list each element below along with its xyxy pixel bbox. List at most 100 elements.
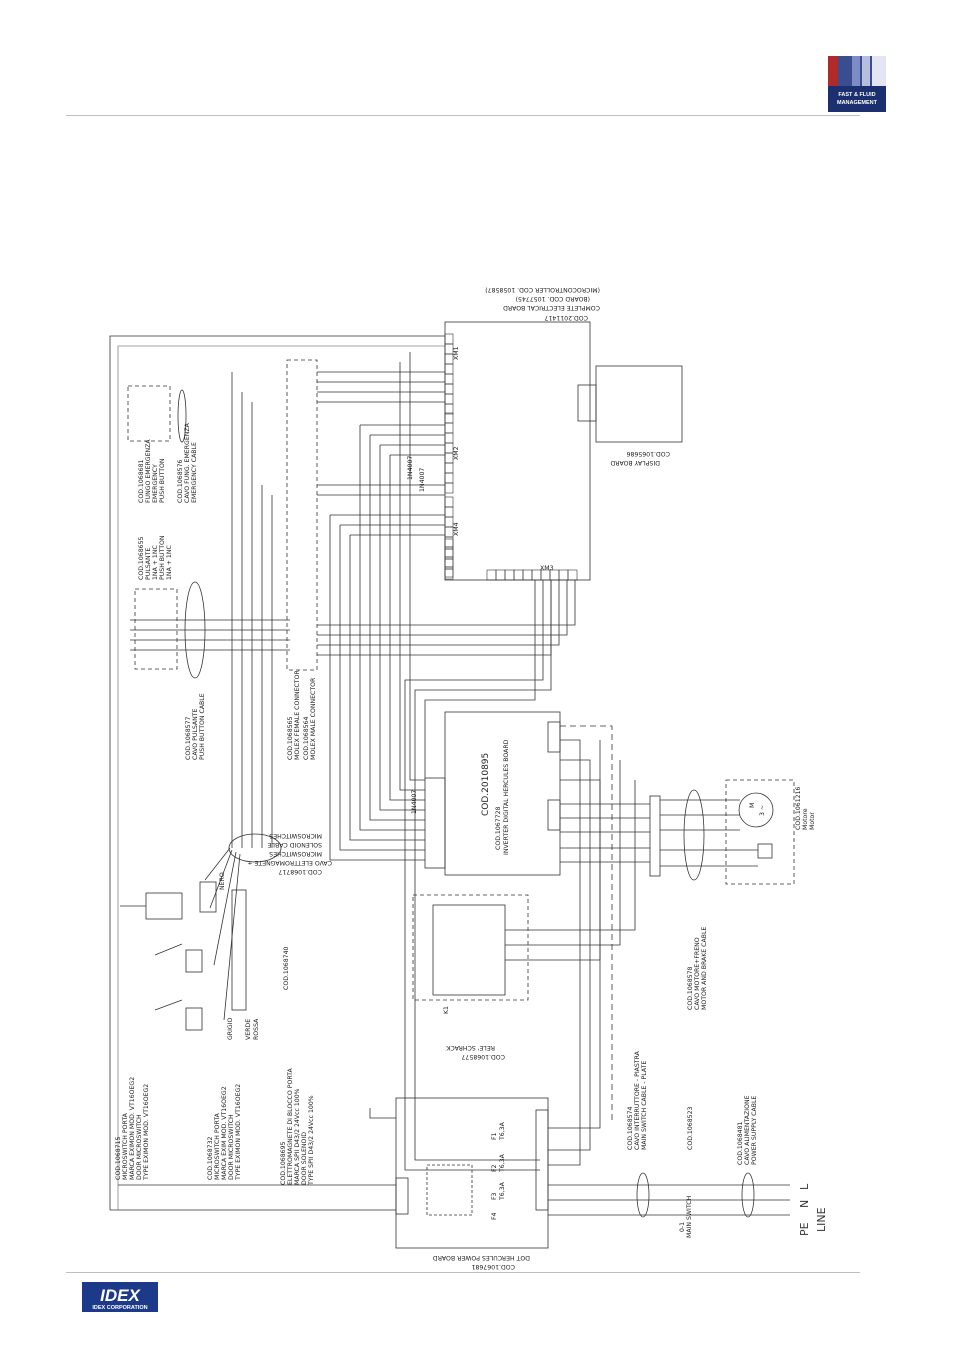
main-switch-cable-code: COD.1068574 xyxy=(627,1106,634,1150)
pin xyxy=(495,569,506,581)
pin xyxy=(444,442,454,454)
pin xyxy=(504,569,515,581)
inverter-l2: INVERTER DIGITAL HERCULES BOARD xyxy=(503,739,510,855)
molex-l3: COD.1068564 xyxy=(303,716,310,760)
fuse-rating-2: T6,3A xyxy=(499,1153,506,1173)
pin xyxy=(444,566,454,578)
xm4-label: XM4 xyxy=(453,522,460,536)
pin xyxy=(444,432,454,444)
fuse-f3: F3 xyxy=(491,1192,498,1200)
power-board-code: COD.1067681 xyxy=(471,1263,515,1270)
pin xyxy=(444,472,454,484)
pushbutton-cable-l2: PUSH BUTTON CABLE xyxy=(199,693,206,760)
pin xyxy=(444,538,454,550)
main-board-l2: (BOARD COD. 1057745) xyxy=(516,295,590,302)
microswitch-l3: DOOR MICROSWITCH xyxy=(136,1114,143,1180)
main-board-code: COD.2011417 xyxy=(544,314,588,321)
fuse-f1: F1 xyxy=(491,1132,498,1140)
solenoid-code: COD.1068695 xyxy=(280,1141,287,1185)
microswitch-l2: MARCA EXIMON MOD. VT16OEG2 xyxy=(129,1077,136,1180)
relay-box xyxy=(412,894,529,1001)
pin xyxy=(444,412,454,424)
molex-l4: MOLEX MALE CONNECTOR xyxy=(310,677,317,760)
main-board-l3: (MICROCONTROLLER COD. 1058587) xyxy=(485,286,600,293)
emergency-l1: FUNGO EMERGENZA xyxy=(145,439,152,503)
inverter-l1: COD.1067728 xyxy=(495,806,502,850)
xm1-label: XM1 xyxy=(453,346,460,360)
line-l: L xyxy=(798,1183,811,1190)
relay-k: K1 xyxy=(443,1006,450,1014)
fuse-f4: F4 xyxy=(491,1212,498,1220)
pin xyxy=(444,353,454,365)
pin xyxy=(444,536,454,548)
molex-l1: COD.1068565 xyxy=(287,716,294,760)
solenoid-l1: ELETTROMAGNETE DI BLOCCO PORTA xyxy=(287,1068,294,1185)
power-board-l1: DOT HERCULES POWER BOARD xyxy=(433,1254,530,1261)
diode-1: 1N4007 xyxy=(407,456,414,480)
pin xyxy=(444,506,454,518)
pin xyxy=(444,548,454,560)
motor-cable-l1: CAVO MOTORE+FRENO xyxy=(694,937,701,1010)
micro-cable-l1: CAVO ELETTROMAGNETE + xyxy=(247,859,332,866)
pin xyxy=(444,393,454,405)
brand-line1: FAST & FLUID xyxy=(838,92,875,98)
pin xyxy=(444,568,454,580)
pin xyxy=(444,516,454,528)
emergency-cable-code: COD.1068576 xyxy=(177,459,184,503)
solenoid-l3: DOOR SOLENOID xyxy=(301,1132,308,1185)
wire-verde: VERDE xyxy=(245,1019,252,1040)
main-board-l1: COMPLETE ELECTRICAL BOARD xyxy=(503,304,600,311)
pin xyxy=(444,343,454,355)
brand-line2: MANAGEMENT xyxy=(837,100,878,106)
xm3-label: XM3 xyxy=(540,565,554,572)
pin xyxy=(522,569,533,581)
pin xyxy=(444,482,454,494)
pin xyxy=(567,569,578,581)
motor-code: COD.1061216 xyxy=(795,786,802,830)
wire-grigio: GRIGIO xyxy=(227,1017,234,1040)
idex-wordmark: IDEX xyxy=(100,1286,141,1305)
fuse-rating-3: T6,3A xyxy=(499,1181,506,1201)
pin xyxy=(444,526,454,538)
motor-symbol2: 3 ~ xyxy=(759,805,766,816)
main-switch-l2: MAIN SWITCH xyxy=(686,1195,693,1238)
microswitch2-l1: MICROSWITCH PORTA xyxy=(214,1112,221,1180)
emergency-l3: PUSH BUTTON xyxy=(159,458,166,503)
pin xyxy=(444,558,454,570)
motor-l2: Motor xyxy=(809,812,816,830)
pin xyxy=(558,569,569,581)
inverter-code: COD.2010895 xyxy=(481,753,491,816)
wire-rosso: ROSSA xyxy=(253,1018,260,1040)
pin xyxy=(444,452,454,464)
microswitch-l4: TYPE EXIMON MOD. VT16OEG2 xyxy=(143,1084,150,1181)
footer-rule xyxy=(66,1272,860,1273)
power-cable-l1: CAVO ALIMENTAZIONE xyxy=(744,1095,751,1165)
header-rule xyxy=(66,115,860,116)
pin xyxy=(444,363,454,375)
motor-l1: Motore xyxy=(802,808,809,830)
pin xyxy=(444,462,454,474)
power-cable-l2: POWER SUPPLY CABLE xyxy=(751,1096,758,1165)
main-switch-cable-l2: MAIN SWITCH CABLE - PLATE xyxy=(641,1061,648,1150)
pushbutton-l4: 1NA + 1NC xyxy=(166,545,173,580)
solenoid-l4: TYPE SPII D43/2 24Vcc 100% xyxy=(308,1095,315,1186)
microswitch-code: COD.1068715 xyxy=(115,1136,122,1180)
display-code: COD.1065686 xyxy=(626,450,670,457)
molex-l2: MOLEX FEMALE CONNECTOR xyxy=(294,670,301,760)
relay-code: COD.1068577 xyxy=(461,1053,505,1060)
pin xyxy=(444,383,454,395)
microswitch2-code: COD.1068732 xyxy=(207,1136,214,1180)
fast-fluid-management-logo: FAST & FLUID MANAGEMENT xyxy=(828,56,886,112)
microswitch2-l3: DOOR MICROSWITCH xyxy=(228,1114,235,1180)
emergency-code: COD.1068681 xyxy=(138,459,145,503)
diode-3: 1N4007 xyxy=(411,790,418,814)
motor-cable-l2: MOTOR AND BRAKE CABLE xyxy=(701,927,708,1010)
display-label: DISPLAY BOARD xyxy=(610,459,660,466)
motor-box xyxy=(725,779,795,885)
idex-sub: IDEX CORPORATION xyxy=(92,1305,147,1311)
line-label: LINE xyxy=(815,1207,828,1232)
wire-nero: NERO xyxy=(219,872,226,890)
microswitch2-l2: MARCA EXIM MOD. VT16OEG2 xyxy=(221,1086,228,1180)
motor-cable-code: COD.1068578 xyxy=(687,966,694,1010)
main-board xyxy=(444,321,591,581)
